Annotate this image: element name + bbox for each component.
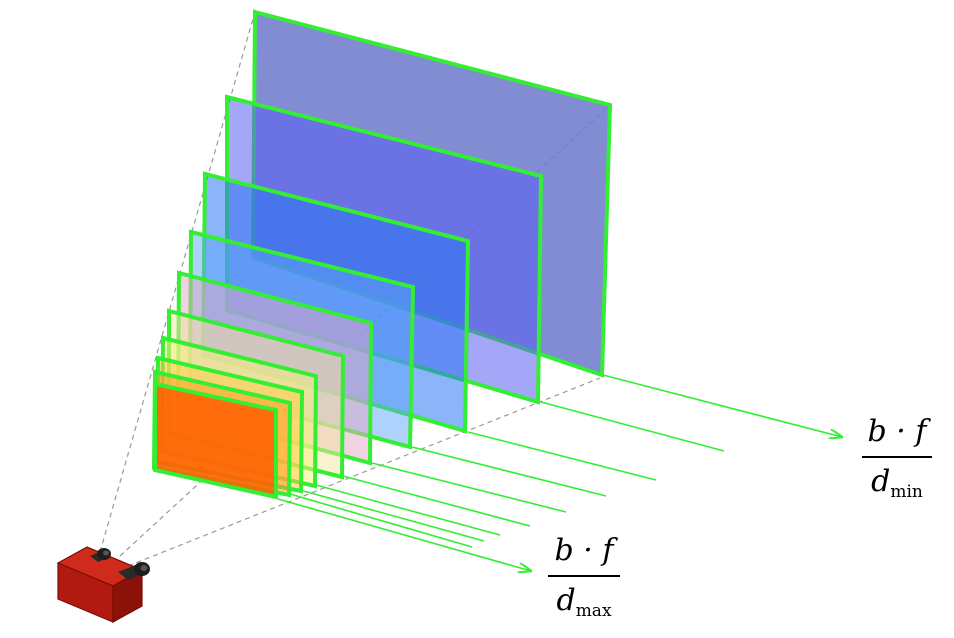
guide-line-bottom (127, 377, 601, 567)
depth-planes (151, 9, 613, 500)
formula-near-subscript: max (575, 601, 612, 621)
depth-line (411, 446, 607, 497)
depth-plane (153, 381, 278, 500)
depth-line (315, 484, 501, 536)
formula-far: b · f dmin (862, 414, 932, 510)
formula-far-subscript: min (890, 482, 923, 502)
depth-line (289, 493, 473, 548)
depth-line (467, 431, 657, 481)
camera-lens-right (118, 562, 150, 580)
fraction-bar (548, 575, 620, 577)
depth-lines (289, 401, 725, 548)
formula-near: b · f dmax (548, 533, 620, 629)
formula-near-denominator: dmax (556, 583, 612, 621)
camera-lens-left (90, 548, 111, 562)
stereo-camera (56, 546, 150, 624)
fraction-bar (862, 456, 932, 458)
near-arrow (277, 498, 531, 571)
depth-line (540, 401, 725, 452)
formula-near-numerator: b · f (554, 533, 614, 568)
depth-line (299, 489, 485, 542)
depth-line (371, 462, 567, 513)
far-arrow (602, 374, 842, 437)
formula-far-numerator: b · f (867, 414, 927, 449)
formula-far-denominator: dmin (871, 464, 923, 502)
depth-line (342, 475, 531, 527)
